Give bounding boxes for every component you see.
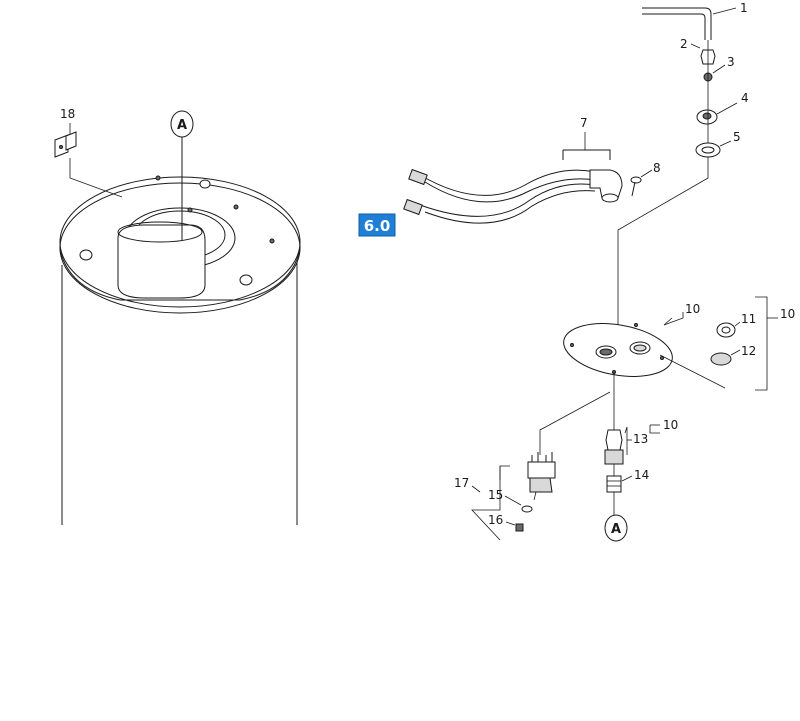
part-12-seal: 12	[710, 344, 756, 366]
connector-mark-bottom: A	[604, 514, 628, 542]
reference-badge[interactable]: 6.0	[358, 213, 396, 237]
part-2-nut: 2	[680, 37, 716, 65]
part-14-nipple: 14	[606, 464, 649, 515]
callout-15: 15	[488, 488, 503, 502]
connector-mark-top-label: A	[177, 118, 187, 133]
part-7-hose: 7	[403, 116, 623, 224]
callout-11: 11	[741, 312, 756, 326]
callout-10c: 10	[663, 418, 678, 432]
callout-13: 13	[633, 432, 648, 446]
part-1-pipe: 1	[642, 1, 748, 40]
part-18-bracket: 18	[54, 107, 123, 198]
part-8-screw: 8	[630, 161, 661, 197]
callout-16: 16	[488, 513, 503, 527]
callout-4: 4	[741, 91, 749, 105]
callout-2: 2	[680, 37, 688, 51]
callout-14: 14	[634, 468, 649, 482]
callout-5: 5	[733, 130, 741, 144]
connector-mark-bottom-label: A	[611, 522, 621, 537]
flange-bolt-icon	[79, 175, 275, 286]
callout-7: 7	[580, 116, 588, 130]
callout-3: 3	[727, 55, 735, 69]
part-17-switch: 17	[454, 452, 556, 541]
part-4-nut: 4	[696, 91, 749, 125]
reference-badge-label[interactable]: 6.0	[364, 217, 391, 235]
callout-12: 12	[741, 344, 756, 358]
part-16-screw: 16	[488, 513, 524, 532]
callout-1: 1	[740, 1, 748, 15]
connector-mark-top: A	[170, 110, 194, 138]
part-15-washer: 15	[488, 488, 533, 513]
callout-10b: 10	[780, 307, 795, 321]
callout-8: 8	[653, 161, 661, 175]
callout-18: 18	[60, 107, 75, 121]
part-13-fitting: 13 10	[604, 418, 678, 465]
tank	[59, 137, 301, 525]
callout-10a: 10	[685, 302, 700, 316]
part-5-washer: 5	[695, 130, 741, 158]
callout-17: 17	[454, 476, 469, 490]
part-11-gasket: 11	[716, 312, 756, 338]
part-10-plate: 10	[563, 302, 726, 389]
